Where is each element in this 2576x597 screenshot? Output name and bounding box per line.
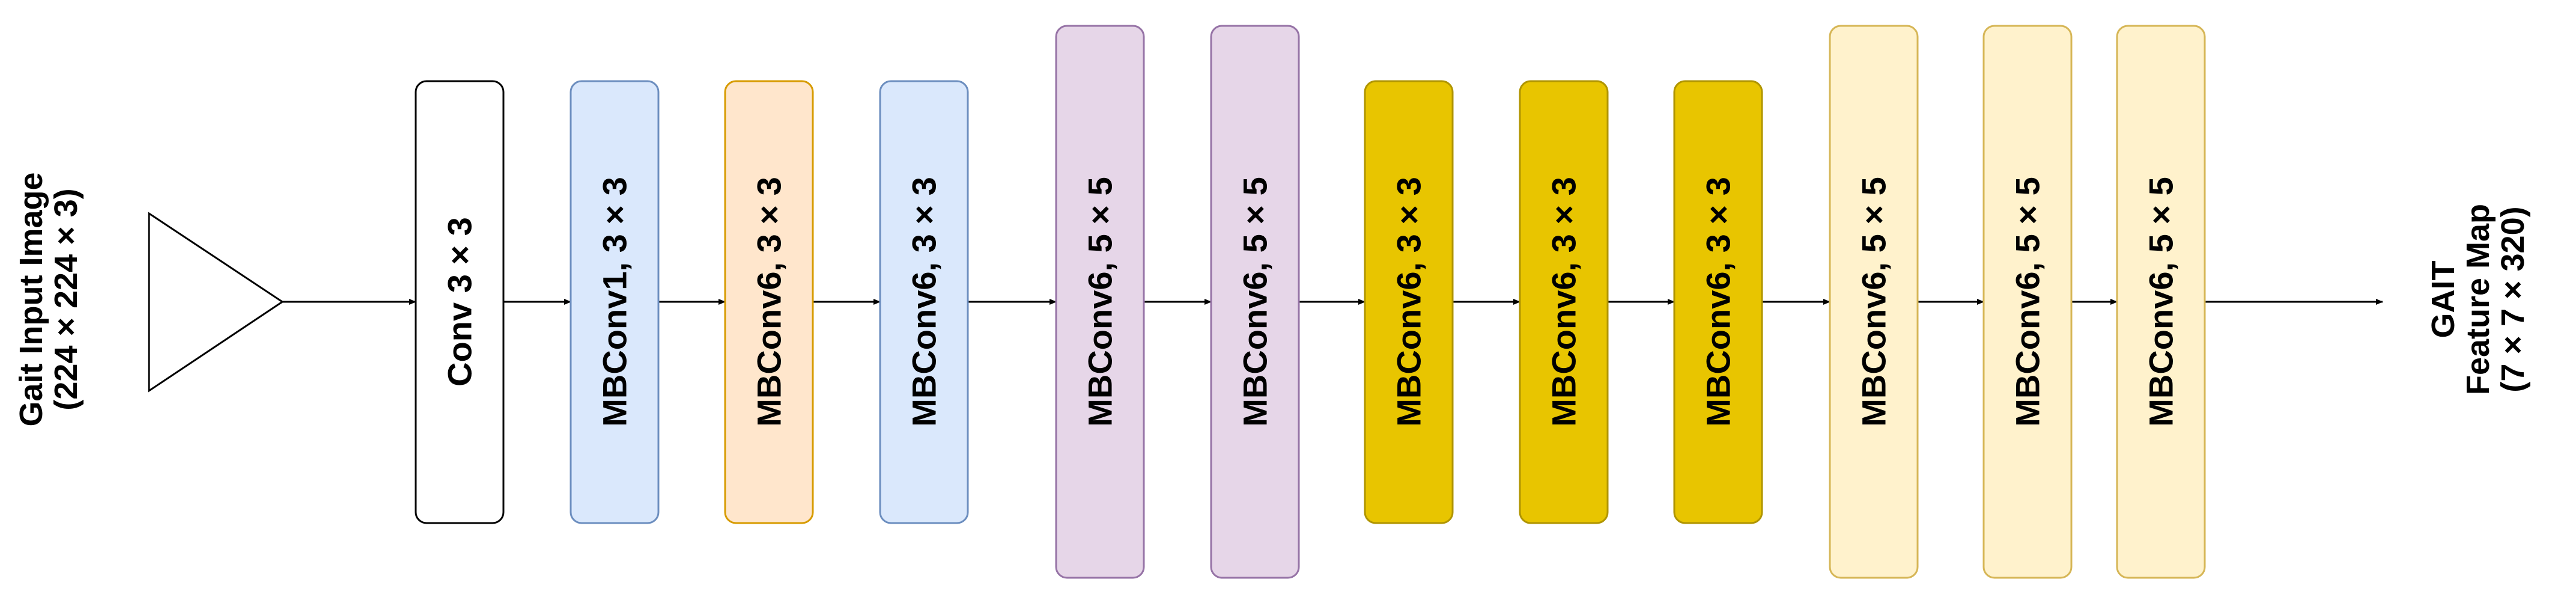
block-label: MBConv6, 5 × 5 — [1855, 177, 1893, 426]
block-label: MBConv6, 5 × 5 — [1081, 177, 1119, 426]
block-2: MBConv1, 3 × 3 — [570, 80, 660, 524]
block-box — [1055, 25, 1145, 579]
block-label: MBConv6, 5 × 5 — [1236, 177, 1274, 426]
block-box — [724, 80, 814, 524]
block-6: MBConv6, 5 × 5 — [1210, 25, 1300, 579]
block-11: MBConv6, 5 × 5 — [1982, 25, 2073, 579]
block-label: MBConv6, 5 × 5 — [2009, 177, 2047, 426]
block-9: MBConv6, 3 × 3 — [1673, 80, 1763, 524]
block-label: MBConv6, 5 × 5 — [2142, 177, 2180, 426]
block-label: MBConv6, 3 × 3 — [905, 177, 943, 426]
block-label: MBConv6, 3 × 3 — [1545, 177, 1583, 426]
block-label: MBConv1, 3 × 3 — [596, 177, 634, 426]
block-box — [1673, 80, 1763, 524]
block-label: Conv 3 × 3 — [441, 217, 479, 387]
output-label-title: GAIT — [2425, 260, 2461, 338]
output-label: GAIT Feature Map (7 × 7 × 320) — [2425, 204, 2531, 395]
input-triangle — [148, 212, 284, 393]
output-label-subtitle: Feature Map — [2460, 204, 2496, 395]
block-box — [1364, 80, 1454, 524]
block-box — [1829, 25, 1919, 579]
block-box — [1982, 25, 2073, 579]
input-label: Gait Input Image (224 × 224 × 3) — [13, 172, 84, 426]
block-1: Conv 3 × 3 — [415, 80, 505, 524]
block-12: MBConv6, 5 × 5 — [2116, 25, 2206, 579]
block-layer: Conv 3 × 3 MBConv1, 3 × 3 MBConv6, 3 × 3 MB… — [415, 25, 2206, 579]
block-box — [2116, 25, 2206, 579]
block-4: MBConv6, 3 × 3 — [879, 80, 969, 524]
block-5: MBConv6, 5 × 5 — [1055, 25, 1145, 579]
block-label: MBConv6, 3 × 3 — [750, 177, 788, 426]
block-3: MBConv6, 3 × 3 — [724, 80, 814, 524]
block-label: MBConv6, 3 × 3 — [1390, 177, 1428, 426]
block-box — [415, 80, 505, 524]
block-box — [879, 80, 969, 524]
block-box — [1519, 80, 1609, 524]
block-box — [570, 80, 660, 524]
output-label-size: (7 × 7 × 320) — [2495, 206, 2531, 392]
input-label-size: (224 × 224 × 3) — [48, 188, 84, 410]
block-label: MBConv6, 3 × 3 — [1700, 177, 1737, 426]
block-8: MBConv6, 3 × 3 — [1519, 80, 1609, 524]
block-7: MBConv6, 3 × 3 — [1364, 80, 1454, 524]
block-box — [1210, 25, 1300, 579]
input-label-title: Gait Input Image — [13, 172, 49, 426]
block-10: MBConv6, 5 × 5 — [1829, 25, 1919, 579]
